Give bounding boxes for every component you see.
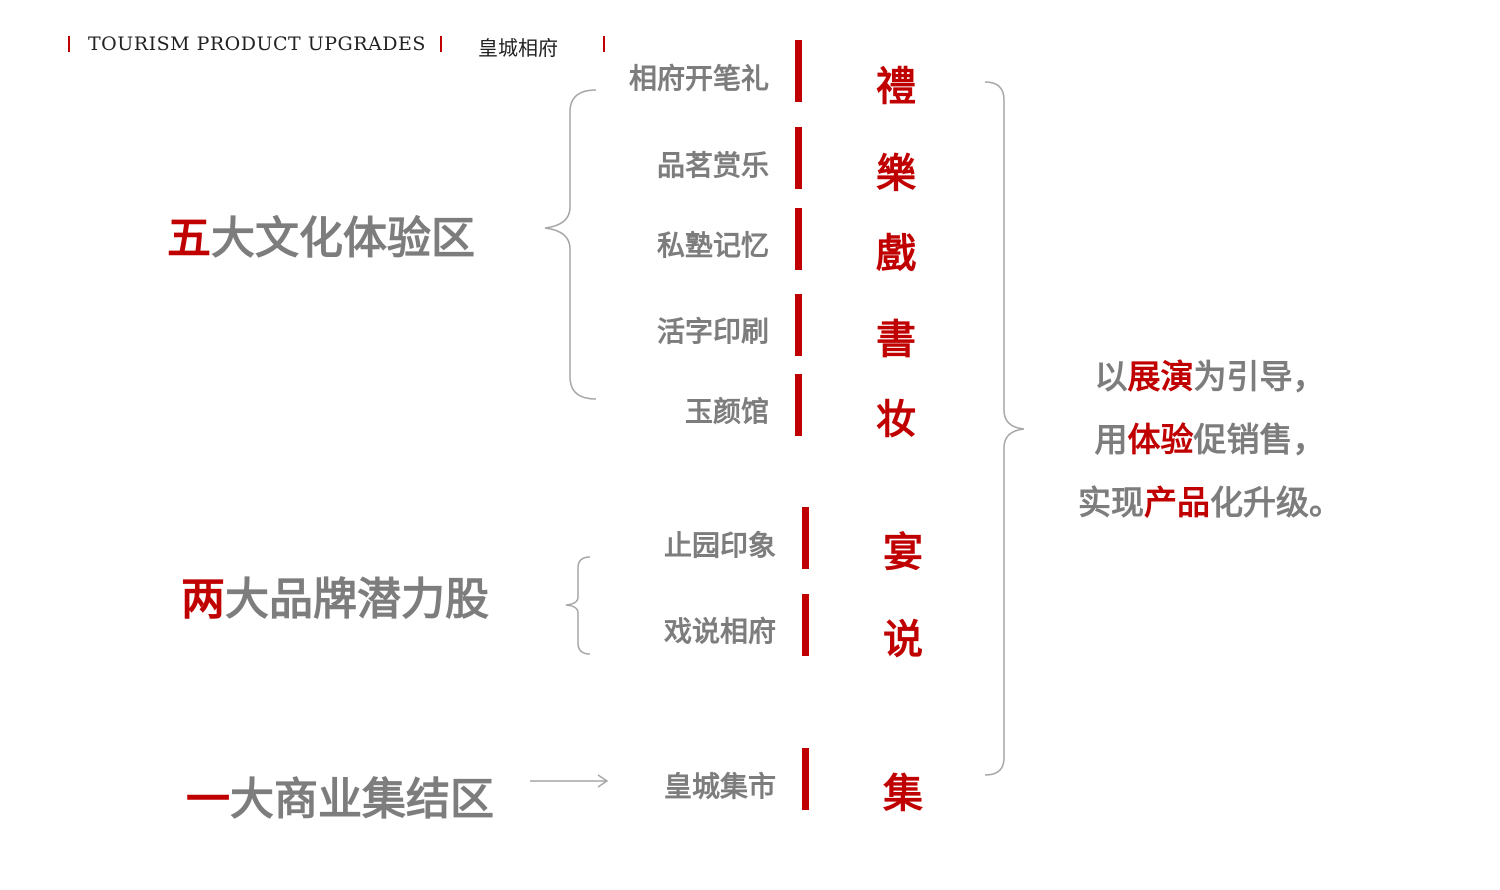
group-title-accent: 两 (181, 574, 225, 625)
item-label: 相府开笔礼 (628, 62, 769, 95)
header-subtitle: 皇城相府 (478, 36, 558, 60)
left-brace (544, 89, 597, 400)
item-label: 品茗赏乐 (656, 149, 769, 182)
summary-line: 以展演为引导， (1060, 345, 1360, 408)
red-bar (795, 127, 802, 189)
summary-accent: 展演 (1127, 357, 1194, 396)
red-bar (802, 748, 809, 810)
item-char: 宴 (883, 529, 923, 576)
red-bar (795, 40, 802, 102)
item-char: 妆 (876, 396, 916, 443)
right-brace (984, 81, 1025, 776)
item-label: 活字印刷 (656, 315, 769, 348)
item-char: 戲 (876, 230, 916, 277)
red-bar (802, 507, 809, 569)
group-title-commerce: 一大商业集结区 (186, 778, 494, 822)
group-title-brand: 两大品牌潜力股 (181, 578, 489, 622)
item-label: 玉颜馆 (684, 395, 769, 428)
red-bar (795, 208, 802, 270)
group-title-rest: 大商业集结区 (230, 774, 494, 825)
summary-accent: 产品 (1144, 483, 1210, 522)
summary-plain: 实现 (1078, 483, 1144, 522)
item-char: 集 (883, 770, 923, 817)
item-label: 私塾记忆 (656, 229, 769, 262)
header-divider (603, 36, 605, 52)
group-title-rest: 大品牌潜力股 (225, 574, 489, 625)
group-title-rest: 大文化体验区 (211, 213, 475, 264)
summary-plain: 化升级。 (1210, 483, 1342, 522)
summary-line: 实现产品化升级。 (1060, 471, 1360, 534)
summary-plain: 用 (1094, 420, 1128, 459)
arrow-head (597, 774, 609, 788)
item-label: 戏说相府 (663, 615, 776, 648)
red-bar (802, 594, 809, 656)
red-bar (795, 294, 802, 356)
group-title-accent: 五 (167, 213, 211, 264)
group-title-culture: 五大文化体验区 (167, 217, 475, 261)
header-divider (440, 36, 442, 52)
item-char: 禮 (876, 63, 916, 110)
summary-plain: 以 (1094, 357, 1128, 396)
item-char: 说 (883, 616, 923, 663)
header-title: TOURISM PRODUCT UPGRADES (88, 33, 426, 55)
summary-line: 用体验促销售， (1060, 408, 1360, 471)
summary-plain: 为引导， (1193, 357, 1326, 396)
group-title-accent: 一 (186, 774, 230, 825)
item-char: 書 (876, 316, 916, 363)
item-label: 皇城集市 (663, 770, 776, 803)
item-char: 樂 (876, 150, 916, 197)
red-bar (795, 374, 802, 436)
summary-plain: 促销售， (1193, 420, 1326, 459)
header-divider (68, 36, 70, 52)
header: TOURISM PRODUCT UPGRADES 皇城相府 (60, 30, 640, 60)
item-label: 止园印象 (663, 529, 776, 562)
summary-text: 以展演为引导， 用体验促销售， 实现产品化升级。 (1060, 345, 1360, 534)
summary-accent: 体验 (1127, 420, 1194, 459)
left-brace (565, 556, 591, 655)
